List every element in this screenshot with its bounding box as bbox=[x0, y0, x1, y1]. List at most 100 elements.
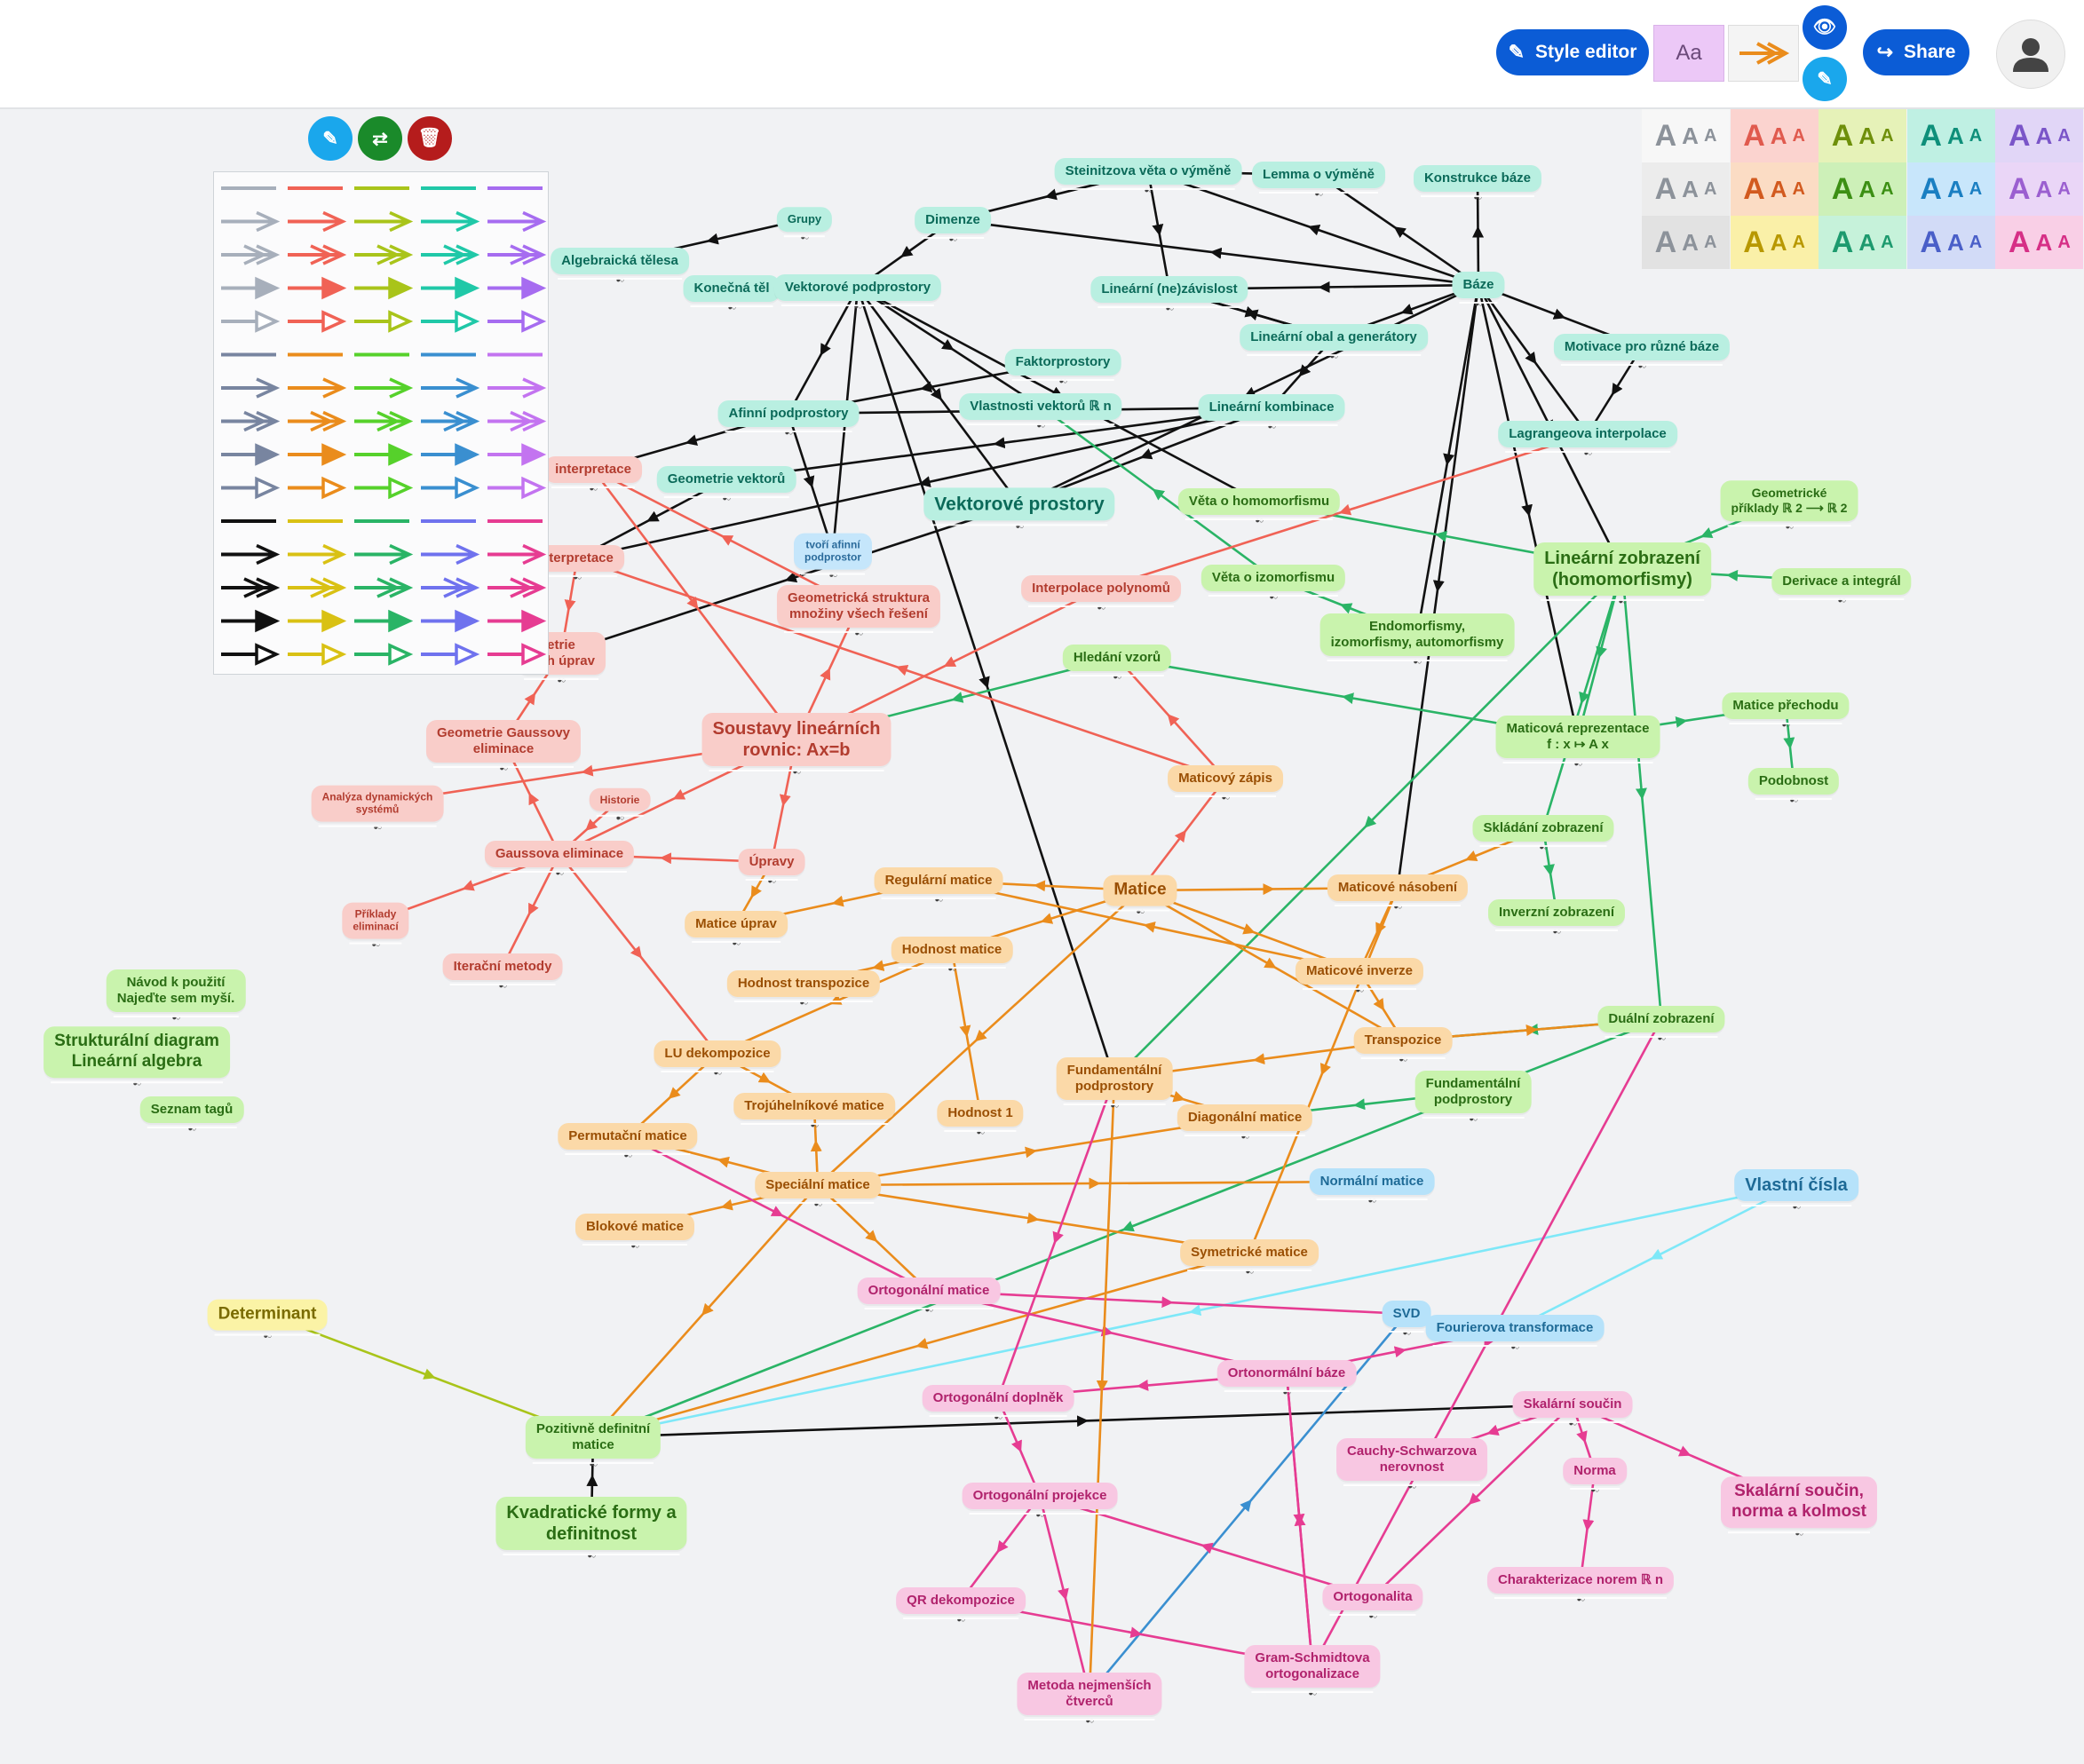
node-handle-icon[interactable]: ●○ bbox=[1576, 1594, 1586, 1604]
arrow-style-option[interactable] bbox=[487, 244, 547, 265]
node-hodnost-transp[interactable]: Hodnost transpozice●○ bbox=[726, 970, 881, 1007]
node-hledani[interactable]: Hledání vzorů●○ bbox=[1062, 645, 1172, 681]
node-derivace[interactable]: Derivace a integrál●○ bbox=[1771, 568, 1912, 605]
arrow-style-option[interactable] bbox=[421, 443, 480, 466]
node-handle-icon[interactable]: ●○ bbox=[1368, 1611, 1378, 1621]
node-handle-icon[interactable]: ●○ bbox=[132, 1079, 142, 1088]
node-handle-icon[interactable]: ●○ bbox=[722, 494, 732, 503]
arrow-style-option[interactable] bbox=[354, 643, 414, 666]
node-seznam[interactable]: Seznam tagů●○ bbox=[139, 1096, 244, 1133]
node-interp-pol[interactable]: Interpolace polynomů●○ bbox=[1021, 575, 1181, 612]
node-grupy[interactable]: Grupy●○ bbox=[776, 207, 833, 241]
node-konstrukce[interactable]: Konstrukce báze●○ bbox=[1413, 165, 1542, 202]
arrow-style-option[interactable] bbox=[487, 609, 547, 633]
arrow-style-option[interactable] bbox=[221, 276, 281, 300]
node-hodnost1[interactable]: Hodnost 1●○ bbox=[937, 1100, 1024, 1136]
arrow-style-option[interactable] bbox=[354, 210, 414, 233]
node-handle-icon[interactable]: ●○ bbox=[1407, 1482, 1417, 1491]
node-handle-icon[interactable]: ●○ bbox=[1568, 1419, 1578, 1428]
arrow-style-option[interactable] bbox=[354, 577, 414, 598]
node-ortogonalita[interactable]: Ortogonalita●○ bbox=[1322, 1584, 1423, 1620]
arrow-style-option[interactable] bbox=[288, 609, 347, 633]
arrow-style-option[interactable] bbox=[288, 377, 347, 399]
node-handle-icon[interactable]: ●○ bbox=[1036, 421, 1046, 431]
node-veta-izo[interactable]: Věta o izomorfismu●○ bbox=[1200, 565, 1346, 601]
node-tvori[interactable]: tvoří afinní podprostor●○ bbox=[794, 533, 872, 580]
node-handle-icon[interactable]: ●○ bbox=[1058, 376, 1068, 386]
node-skal-soucin[interactable]: Skalární součin●○ bbox=[1512, 1391, 1633, 1428]
arrow-style-option[interactable] bbox=[354, 410, 414, 432]
node-svd[interactable]: SVD●○ bbox=[1382, 1301, 1431, 1337]
node-handle-icon[interactable]: ●○ bbox=[1015, 521, 1025, 531]
node-handle-icon[interactable]: ●○ bbox=[1269, 592, 1279, 602]
node-handle-icon[interactable]: ●○ bbox=[1789, 795, 1799, 805]
node-transpozice[interactable]: Transpozice●○ bbox=[1353, 1027, 1453, 1064]
arrow-style-option[interactable] bbox=[354, 476, 414, 500]
node-symetricke[interactable]: Symetrické matice●○ bbox=[1180, 1239, 1319, 1276]
node-handle-icon[interactable]: ●○ bbox=[1136, 906, 1145, 916]
arrow-style-button[interactable] bbox=[1728, 25, 1799, 82]
node-strukt[interactable]: Strukturální diagram Lineární algebra●○ bbox=[44, 1026, 230, 1088]
node-fourier[interactable]: Fourierova transformace●○ bbox=[1425, 1315, 1605, 1351]
node-handle-icon[interactable]: ●○ bbox=[1113, 672, 1122, 682]
diagram-canvas[interactable]: Grupy●○Algebraická tělesa●○Konečná těl●○… bbox=[0, 109, 2084, 1764]
node-handle-icon[interactable]: ●○ bbox=[1473, 193, 1483, 202]
arrow-style-option[interactable] bbox=[221, 476, 281, 500]
node-handle-icon[interactable]: ●○ bbox=[810, 1120, 820, 1130]
arrow-style-option[interactable] bbox=[354, 244, 414, 265]
arrow-style-option[interactable] bbox=[354, 310, 414, 333]
node-handle-icon[interactable]: ●○ bbox=[1785, 522, 1795, 531]
node-handle-icon[interactable]: ●○ bbox=[1837, 596, 1847, 605]
arrow-style-option[interactable] bbox=[288, 443, 347, 466]
node-handle-icon[interactable]: ●○ bbox=[1539, 842, 1549, 852]
node-steinitz[interactable]: Steinitzova věta o výměně●○ bbox=[1054, 158, 1242, 194]
node-handle-icon[interactable]: ●○ bbox=[1583, 448, 1593, 458]
node-handle-icon[interactable]: ●○ bbox=[924, 1305, 934, 1315]
arrow-style-option[interactable] bbox=[487, 443, 547, 466]
node-handle-icon[interactable]: ●○ bbox=[1355, 985, 1365, 995]
edit-button[interactable]: ✎ bbox=[1803, 57, 1847, 101]
arrow-style-option[interactable] bbox=[487, 643, 547, 666]
node-handle-icon[interactable]: ●○ bbox=[800, 233, 810, 241]
node-handle-icon[interactable]: ●○ bbox=[1637, 361, 1647, 371]
node-handle-icon[interactable]: ●○ bbox=[499, 763, 509, 773]
node-mnc[interactable]: Metoda nejmenších čtverců●○ bbox=[1017, 1673, 1162, 1725]
node-ortog-proj[interactable]: Ortogonální projekce●○ bbox=[962, 1483, 1118, 1519]
node-endo[interactable]: Endomorfismy, izomorfismy, automorfismy●… bbox=[1319, 613, 1515, 666]
selection-delete-button[interactable]: 🗑 bbox=[408, 116, 452, 161]
arrow-style-option[interactable] bbox=[288, 543, 347, 566]
node-handle-icon[interactable]: ●○ bbox=[573, 573, 582, 582]
node-regularni[interactable]: Regulární matice●○ bbox=[874, 867, 1003, 904]
arrow-style-option[interactable] bbox=[221, 543, 281, 566]
node-faktor[interactable]: Faktorprostory●○ bbox=[1004, 349, 1121, 385]
node-handle-icon[interactable]: ●○ bbox=[1314, 189, 1324, 199]
node-handle-icon[interactable]: ●○ bbox=[828, 570, 838, 580]
arrow-style-option[interactable] bbox=[487, 543, 547, 566]
node-geom-strukt[interactable]: Geometrická struktura množiny všech řeše… bbox=[776, 585, 941, 637]
node-historie[interactable]: Historie●○ bbox=[589, 787, 651, 821]
node-skal-norma[interactable]: Skalární součin, norma a kolmost●○ bbox=[1720, 1476, 1878, 1538]
node-handle-icon[interactable]: ●○ bbox=[854, 629, 864, 638]
node-handle-icon[interactable]: ●○ bbox=[1282, 1388, 1292, 1397]
node-handle-icon[interactable]: ●○ bbox=[589, 484, 598, 494]
node-podobnost[interactable]: Podobnost●○ bbox=[1747, 768, 1840, 804]
node-handle-icon[interactable]: ●○ bbox=[813, 1199, 823, 1209]
node-interpretace1[interactable]: interpretace●○ bbox=[544, 456, 642, 493]
node-handle-icon[interactable]: ●○ bbox=[589, 1459, 598, 1469]
arrow-style-option[interactable] bbox=[421, 276, 480, 300]
arrow-style-option[interactable] bbox=[288, 244, 347, 265]
node-trojuh[interactable]: Trojúhelníkové matice●○ bbox=[733, 1093, 895, 1129]
arrow-style-option[interactable] bbox=[288, 276, 347, 300]
node-geom-vekt[interactable]: Geometrie vektorů●○ bbox=[656, 466, 796, 502]
node-handle-icon[interactable]: ●○ bbox=[623, 1151, 633, 1160]
font-style-button[interactable]: Aa bbox=[1653, 25, 1724, 82]
node-handle-icon[interactable]: ●○ bbox=[1657, 1033, 1667, 1043]
arrow-style-option[interactable] bbox=[487, 476, 547, 500]
node-handle-icon[interactable]: ●○ bbox=[1097, 603, 1106, 613]
